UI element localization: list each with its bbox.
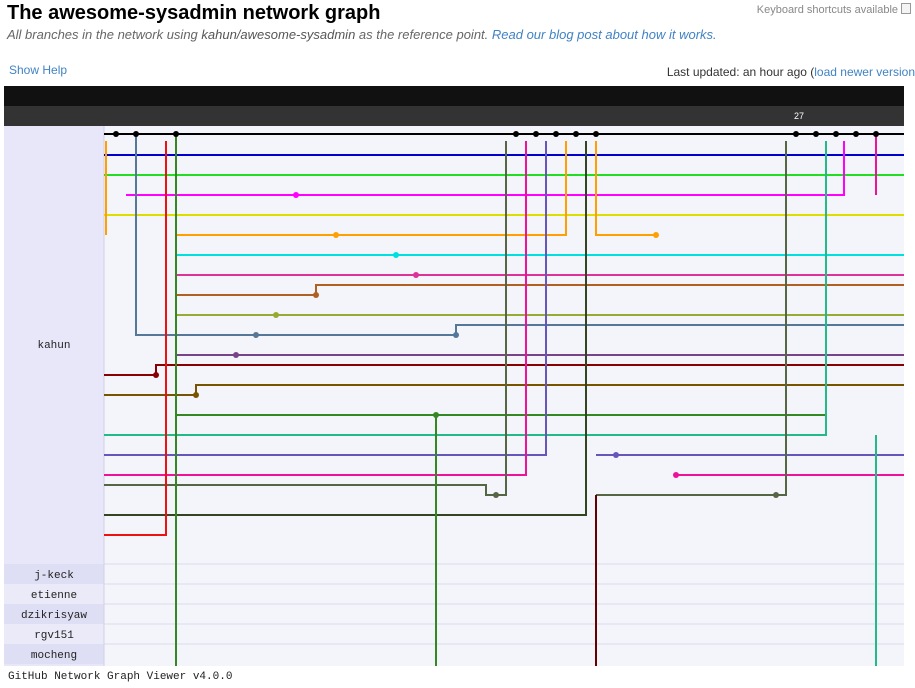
commit-dot: [413, 272, 419, 278]
user-label-mocheng[interactable]: mocheng: [31, 650, 77, 662]
branch-line: [104, 384, 904, 396]
keyboard-shortcuts-label: Keyboard shortcuts available: [756, 4, 898, 16]
commit-dot: [773, 492, 779, 498]
user-row-bg: [4, 584, 104, 604]
keyboard-shortcuts-hint[interactable]: Keyboard shortcuts available: [757, 3, 911, 16]
commit-dot: [253, 332, 259, 338]
commit-dot: [613, 452, 619, 458]
viewer-version: GitHub Network Graph Viewer v4.0.0: [8, 671, 233, 683]
commit-dot: [433, 412, 439, 418]
commit-dot: [153, 372, 159, 378]
blog-post-link[interactable]: Read our blog post about how it works.: [491, 27, 717, 42]
branch-line: [176, 141, 827, 416]
commit-dot: [393, 252, 399, 258]
branch-line: [104, 141, 167, 536]
commit-dot: [233, 352, 239, 358]
user-row-bg: [4, 624, 104, 644]
commit-dot: [593, 131, 599, 137]
graph-header-bar: [4, 86, 904, 106]
user-label-kahun[interactable]: kahun: [37, 340, 70, 352]
commit-dot: [673, 472, 679, 478]
commit-dot: [853, 131, 859, 137]
reference-repo: kahun/awesome-sysadmin: [201, 27, 356, 42]
branch-line: [176, 141, 567, 236]
commit-dot: [833, 131, 839, 137]
commit-dot: [793, 131, 799, 137]
date-label: 27: [794, 111, 804, 121]
branch-line: [126, 141, 845, 196]
user-label-j-keck[interactable]: j-keck: [34, 570, 74, 582]
user-row-bg: [4, 564, 104, 584]
commit-dot: [873, 131, 879, 137]
user-label-rgv151[interactable]: rgv151: [34, 630, 74, 642]
commit-dot: [113, 131, 119, 137]
commit-dot: [173, 131, 179, 137]
commit-dot: [293, 192, 299, 198]
last-updated: Last updated: an hour ago (load newer ve…: [667, 65, 915, 79]
commit-dot: [493, 492, 499, 498]
subtitle-suffix: as the reference point.: [355, 27, 492, 42]
network-graph-canvas[interactable]: 27 kahun j-keck etienne dzikrisyaw rgv15…: [4, 86, 904, 666]
branch-line: [176, 284, 904, 296]
last-updated-label: Last updated: an hour ago (: [666, 65, 815, 79]
branch-line: [104, 141, 827, 436]
show-help-link[interactable]: Show Help: [9, 63, 68, 77]
user-label-etienne[interactable]: etienne: [31, 590, 77, 602]
commit-dot: [193, 392, 199, 398]
commit-dot: [513, 131, 519, 137]
branch-line: [595, 141, 654, 236]
graph-date-bar: [4, 106, 904, 126]
branch-line: [104, 141, 527, 476]
commit-dot: [533, 131, 539, 137]
user-row-bg: [4, 604, 104, 624]
keyboard-icon: [901, 3, 911, 14]
commit-dot: [313, 292, 319, 298]
user-label-dzikrisyaw[interactable]: dzikrisyaw: [21, 610, 87, 622]
branch-line: [104, 141, 507, 496]
branch-line: [596, 141, 787, 496]
network-graph[interactable]: 27 kahun j-keck etienne dzikrisyaw rgv15…: [4, 86, 904, 666]
commit-dot: [453, 332, 459, 338]
branch-line: [104, 141, 547, 456]
commit-dot: [333, 232, 339, 238]
branch-line: [104, 364, 904, 376]
commit-dot: [653, 232, 659, 238]
branch-line: [104, 141, 587, 516]
commit-dot: [573, 131, 579, 137]
commit-dot: [133, 131, 139, 137]
page-title: The awesome-sysadmin network graph: [7, 2, 381, 24]
commit-dot: [813, 131, 819, 137]
commit-dot: [553, 131, 559, 137]
load-newer-version-link[interactable]: load newer version: [814, 65, 915, 79]
subtitle-prefix: All branches in the network using: [7, 27, 202, 42]
commit-dot: [273, 312, 279, 318]
user-row-bg: [4, 644, 104, 664]
page-subtitle: All branches in the network using kahun/…: [7, 27, 717, 42]
